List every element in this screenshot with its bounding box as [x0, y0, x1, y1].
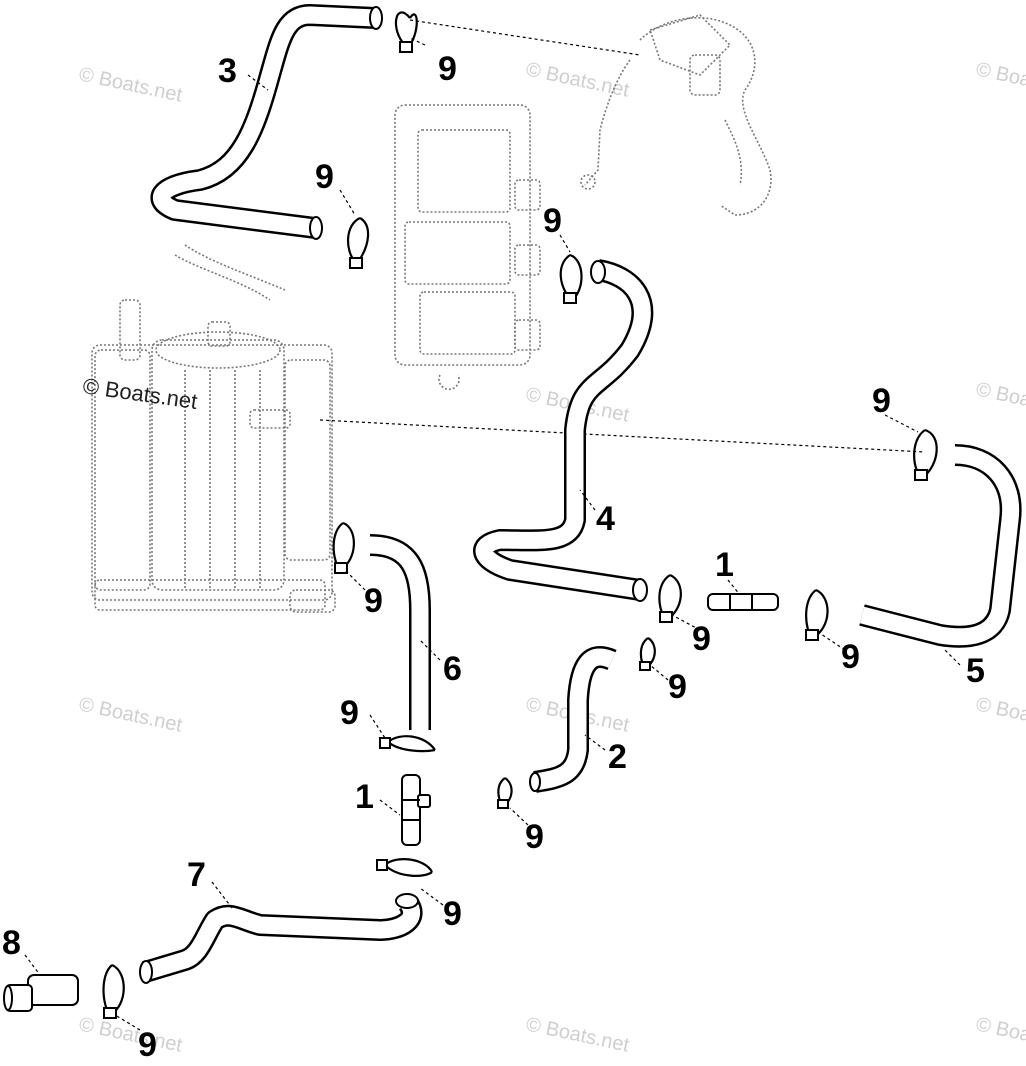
callout-3: 3: [218, 52, 237, 90]
callout-9: 9: [668, 668, 687, 706]
callout-9: 9: [364, 582, 383, 620]
ghost-vapor-separator: [91, 244, 336, 613]
callout-9: 9: [443, 895, 462, 933]
callout-9: 9: [872, 382, 891, 420]
hose-4[interactable]: [473, 259, 654, 602]
callout-9: 9: [543, 202, 562, 240]
hose-3[interactable]: [150, 4, 383, 240]
callout-8: 8: [2, 924, 21, 962]
hose-end: [632, 578, 648, 602]
callout-2: 2: [608, 738, 627, 776]
callout-7: 7: [187, 856, 206, 894]
callout-9: 9: [692, 620, 711, 658]
hose-2[interactable]: [529, 646, 617, 793]
hose-7[interactable]: [139, 893, 423, 984]
callout-labels: 3 9 9 9 9 4 1 9 9 6 9 9 5 9 2 1 9 9 7 8 …: [2, 50, 985, 1064]
hose-end: [590, 260, 606, 284]
hose-end: [529, 772, 541, 792]
watermark: © Boats.net: [974, 58, 1026, 101]
fitting-1-lower[interactable]: [401, 774, 431, 846]
callout-9: 9: [438, 50, 457, 88]
watermark: © Boats.net: [524, 1013, 632, 1056]
callout-9: 9: [525, 818, 544, 856]
hose-6[interactable]: [369, 534, 431, 730]
hose-end: [309, 216, 323, 240]
hose-end: [369, 6, 383, 30]
ghost-fuel-rail: [580, 14, 772, 216]
callout-5: 5: [966, 652, 985, 690]
callout-9: 9: [841, 638, 860, 676]
clamp[interactable]: [384, 858, 433, 877]
hose-end: [395, 893, 419, 909]
callout-1: 1: [715, 546, 734, 584]
reference-line: [319, 419, 926, 453]
callout-1: 1: [355, 778, 374, 816]
callout-4: 4: [596, 500, 615, 538]
fitting-8[interactable]: [3, 974, 79, 1012]
clamp[interactable]: [394, 11, 418, 46]
leader-lines: [24, 37, 961, 1031]
watermark: © Boats.net: [77, 63, 185, 106]
watermark: © Boats.net: [974, 693, 1026, 736]
clamp[interactable]: [387, 735, 436, 753]
ghost-control-module: [394, 104, 541, 391]
clamps: [102, 11, 938, 1019]
watermark: © Boats.net: [77, 693, 185, 736]
clamp[interactable]: [347, 217, 370, 263]
callout-9: 9: [315, 158, 334, 196]
reference-line: [409, 19, 641, 56]
watermark: © Boats.net: [77, 1013, 185, 1056]
watermark: © Boats.net: [524, 58, 632, 101]
watermark: © Boats.net: [974, 1013, 1026, 1056]
fitting-1-upper[interactable]: [707, 593, 779, 611]
hose-end: [139, 960, 153, 984]
callout-6: 6: [443, 650, 462, 688]
hose-5[interactable]: [859, 444, 1022, 648]
callout-9: 9: [138, 1026, 157, 1064]
callout-9: 9: [340, 694, 359, 732]
watermark: © Boats.net: [974, 378, 1026, 421]
